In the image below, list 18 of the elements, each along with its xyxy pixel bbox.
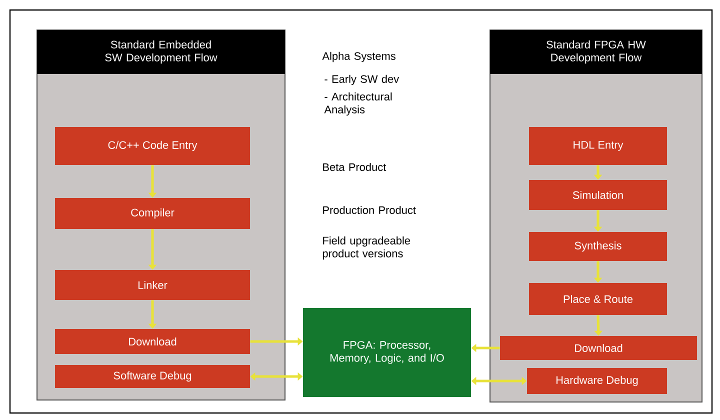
process-box: Software Debug	[55, 365, 250, 388]
stage-note: Beta Product	[323, 162, 386, 172]
process-box: Compiler	[55, 198, 250, 229]
fpga-box: FPGA: Processor, Memory, Logic, and I/O	[303, 308, 471, 397]
process-box: HDL Entry	[529, 127, 667, 165]
stage-note: - Architectural Analysis	[324, 92, 392, 116]
process-box: Synthesis	[529, 232, 667, 261]
process-box: Download	[55, 329, 250, 354]
stage-note: - Early SW dev	[324, 74, 400, 86]
process-box: Linker	[55, 270, 250, 300]
stage-note: Production Product	[323, 206, 416, 214]
stage-note: Alpha Systems	[322, 52, 396, 62]
process-box: Simulation	[529, 180, 667, 210]
process-box: Hardware Debug	[527, 368, 667, 394]
process-box: C/C++ Code Entry	[55, 127, 250, 165]
stage-note: Field upgradeable product versions	[322, 236, 410, 260]
process-box: Download	[500, 336, 697, 360]
process-box: Place & Route	[529, 283, 667, 315]
